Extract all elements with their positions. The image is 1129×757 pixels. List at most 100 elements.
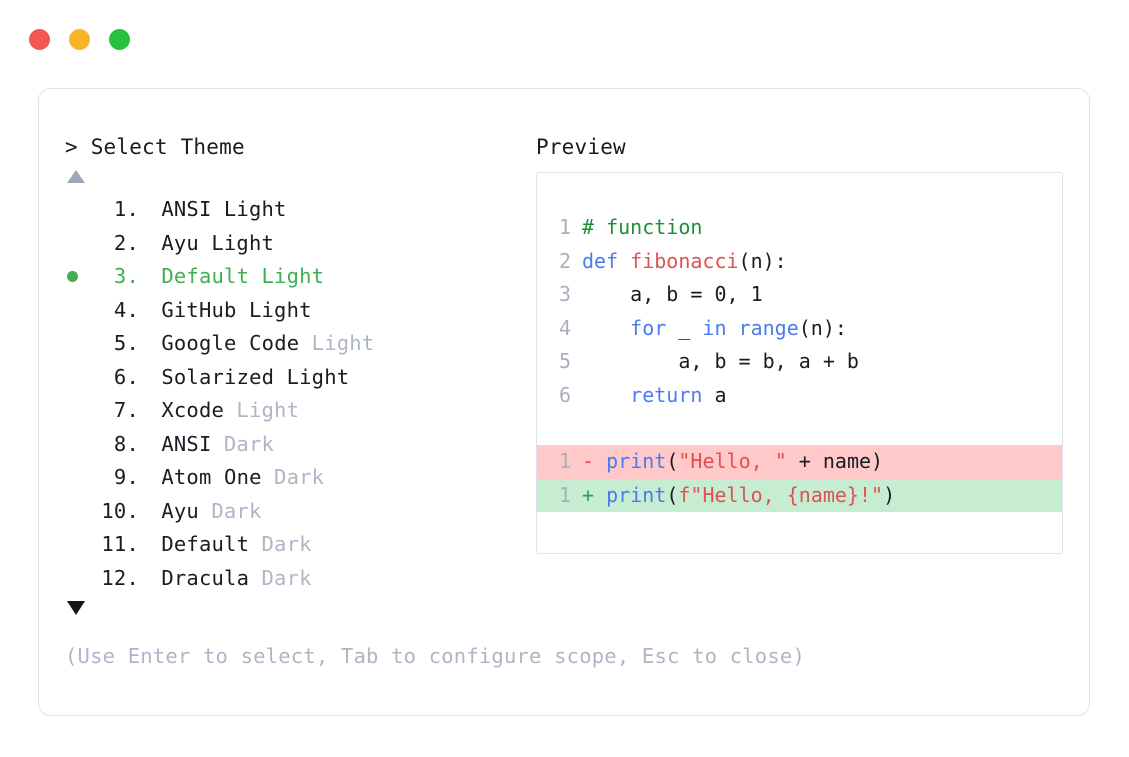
code-token: for	[630, 315, 667, 340]
code-token: return	[630, 382, 703, 407]
theme-item-name: ANSI	[161, 197, 212, 221]
theme-list-item[interactable]: 7. Xcode Light	[65, 394, 535, 428]
theme-list-item[interactable]: 9. Atom One Dark	[65, 461, 535, 495]
theme-item-variant: Dark	[211, 498, 262, 523]
theme-item-index: 2.	[113, 230, 139, 255]
theme-item-name: Default	[161, 264, 250, 288]
theme-item-spacer	[139, 193, 161, 227]
theme-item-index: 8.	[113, 431, 139, 456]
code-token	[582, 383, 630, 407]
code-token: (n):	[798, 315, 847, 340]
theme-list-item[interactable]: 1. ANSI Light	[65, 193, 535, 227]
theme-item-gap	[249, 562, 261, 596]
theme-item-name: Ayu	[161, 230, 199, 255]
selection-indicator	[65, 495, 95, 529]
theme-list-item[interactable]: 5. Google Code Light	[65, 327, 535, 361]
line-number: 1	[559, 215, 572, 239]
theme-list-item[interactable]: 4. GitHub Light	[65, 294, 535, 328]
code-token: # function	[582, 215, 703, 239]
theme-item-gap	[212, 428, 224, 462]
prompt-title: > Select Theme	[65, 133, 535, 161]
selected-bullet-icon	[67, 271, 78, 283]
code-token: _	[666, 315, 703, 340]
theme-item-spacer	[139, 361, 161, 395]
theme-item-name: Default	[161, 532, 250, 556]
theme-item-spacer	[139, 227, 161, 261]
selection-indicator	[65, 428, 95, 462]
selection-indicator	[65, 562, 95, 596]
code-token: (n):	[738, 248, 787, 273]
selection-indicator	[65, 260, 95, 294]
theme-item-index: 6.	[113, 364, 139, 389]
diff-separator	[559, 412, 1062, 445]
preview-title: Preview	[536, 135, 626, 159]
theme-item-name: Google Code	[161, 331, 300, 355]
keyboard-hint: (Use Enter to select, Tab to configure s…	[65, 644, 805, 668]
code-line: 3 a, b = 0, 1	[559, 278, 1062, 312]
diff-token: f"Hello, {name}!"	[678, 482, 884, 507]
theme-list-item[interactable]: 8. ANSI Dark	[65, 428, 535, 462]
line-number: 3	[559, 282, 572, 306]
selection-indicator	[65, 394, 95, 428]
theme-list-item[interactable]: 3. Default Light	[65, 260, 535, 294]
theme-item-name: Solarized	[161, 364, 275, 389]
prompt-marker: >	[65, 135, 78, 159]
theme-list-item[interactable]: 6. Solarized Light	[65, 361, 535, 395]
theme-item-spacer	[139, 428, 161, 462]
diff-token: print	[606, 482, 667, 507]
diff-sign-spacer	[594, 449, 606, 473]
theme-item-gap	[274, 361, 286, 395]
theme-item-spacer	[139, 394, 161, 428]
theme-item-spacer	[139, 562, 161, 596]
theme-item-gap	[249, 528, 261, 562]
code-token	[582, 316, 630, 340]
code-line: 1 # function	[559, 211, 1062, 245]
theme-item-gap	[212, 193, 224, 227]
theme-item-variant: Light	[248, 297, 312, 322]
theme-list-item[interactable]: 10. Ayu Dark	[65, 495, 535, 529]
theme-item-gap	[224, 394, 236, 428]
theme-list-item[interactable]: 2. Ayu Light	[65, 227, 535, 261]
theme-item-name: Ayu	[161, 498, 199, 523]
diff-token: (	[666, 449, 679, 473]
line-number: 2	[559, 248, 572, 273]
theme-item-spacer	[139, 260, 161, 294]
line-number: 5	[559, 349, 572, 373]
selection-indicator	[65, 461, 95, 495]
selection-indicator	[65, 227, 95, 261]
diff-token: + name)	[786, 449, 884, 473]
theme-item-index: 4.	[113, 297, 139, 322]
minimize-icon[interactable]	[69, 29, 90, 50]
theme-item-index: 12.	[101, 565, 139, 590]
theme-item-variant: Dark	[223, 431, 275, 456]
code-token: fibonacci	[630, 248, 739, 273]
theme-item-index: 11.	[101, 532, 139, 556]
theme-item-index: 5.	[113, 331, 139, 355]
theme-item-name: ANSI	[161, 431, 212, 456]
scroll-down-icon[interactable]	[67, 601, 85, 615]
theme-item-spacer	[139, 294, 161, 328]
theme-item-gap	[199, 495, 211, 529]
maximize-icon[interactable]	[109, 29, 130, 50]
theme-list-item[interactable]: 12. Dracula Dark	[65, 562, 535, 596]
theme-item-variant: Light	[236, 398, 300, 422]
theme-item-variant: Light	[261, 264, 325, 288]
theme-item-variant: Light	[211, 230, 275, 255]
code-line: 5 a, b = b, a + b	[559, 345, 1062, 379]
selection-indicator	[65, 361, 95, 395]
code-line: 4 for _ in range(n):	[559, 312, 1062, 346]
scroll-up-icon[interactable]	[67, 170, 85, 183]
diff-token: "Hello, "	[678, 449, 787, 473]
theme-item-index: 3.	[113, 264, 139, 288]
theme-item-variant: Light	[311, 331, 375, 355]
theme-list-item[interactable]: 11. Default Dark	[65, 528, 535, 562]
close-icon[interactable]	[29, 29, 50, 50]
theme-item-name: Xcode	[161, 398, 225, 422]
theme-item-spacer	[139, 461, 161, 495]
selection-indicator	[65, 528, 95, 562]
code-token: a	[702, 382, 727, 407]
theme-item-variant: Dark	[261, 565, 312, 590]
